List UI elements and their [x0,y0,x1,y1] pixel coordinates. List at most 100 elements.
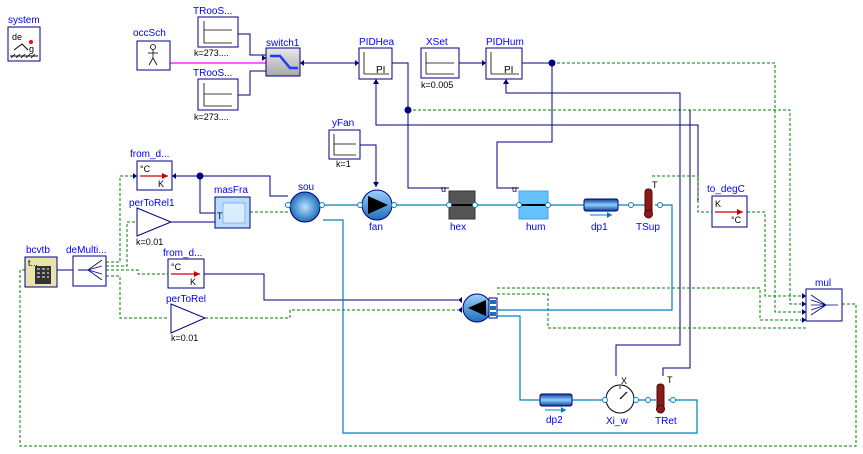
flow-tret-sou [323,219,698,434]
wire-todegc-mul [747,211,806,297]
pertorel-label: perToRel [166,294,206,305]
system-block[interactable]: system de g [7,15,41,62]
xiw-label: Xi_w [606,416,628,427]
wire-demux-pertorel1 [106,221,137,267]
wire-fan-mul [497,287,806,321]
wire-tsup-pidhea [375,80,699,201]
wire-fromdegc1-node [172,175,201,200]
fromdegc2-top: °C [171,262,182,272]
wire-pidhea-mul [408,109,806,305]
tsup-block[interactable]: T TSup [628,180,663,233]
hum-port: u [512,184,517,194]
dp2-block[interactable]: dp2 [539,393,573,426]
fan-block[interactable]: fan [357,182,397,233]
switch1-block[interactable]: switch1 [262,38,304,77]
trooset2-label: TRooS... [193,68,232,79]
hex-port: u [441,184,446,194]
tsup-port: T [652,180,658,190]
hum-block[interactable]: u hum [512,184,551,233]
wire-demux-fromdegc1 [106,175,137,263]
system-g-glyph: g [29,44,34,54]
pidhum-glyph: PI [504,65,513,76]
yfan-label: yFan [332,118,354,129]
fromdegc1-bottom: K [158,179,164,189]
wire-fromdegc1-sou [200,175,288,197]
fromdegc1-label: from_d... [130,149,169,160]
return-fan-icon [468,300,486,316]
occsch-block[interactable]: occSch [133,28,171,71]
hex-label: hex [450,222,466,233]
pertorel1-block[interactable]: perToRel1 k=0.01 [129,198,175,247]
xset-label: XSet [426,37,448,48]
system-glyph: de [12,32,22,42]
pidhea-block[interactable]: PIDHea PI [355,37,394,84]
xiw-block[interactable]: X Xi_w [602,376,639,427]
bcvtb-glyph: t... [28,258,38,268]
pidhea-glyph: PI [376,65,385,76]
todegc-bottom: °C [731,215,742,225]
wire-pidhum-hum [496,62,553,189]
trooset1-param: k=273.... [194,48,229,58]
flow-tsup-return [497,204,673,311]
todegc-block[interactable]: to_degC K °C [707,184,748,228]
wire-pidhum-mul [552,62,806,313]
masfra-block[interactable]: masFra T [214,185,251,229]
junction-node [196,172,204,180]
sou-block[interactable]: sou [285,182,325,223]
flow-retfan-dp2 [492,315,540,401]
pidhea-label: PIDHea [359,37,394,48]
trooset2-param: k=273.... [194,112,229,122]
junction-node [548,59,556,67]
dp1-block[interactable]: dp1 [583,198,619,233]
wire-fan-mul2 [497,293,806,329]
todegc-label: to_degC [707,184,745,195]
demultiplex-label: deMulti... [66,245,107,256]
yfan-param: k=1 [336,159,351,169]
bcvtb-block[interactable]: bcvtb t... [24,245,58,288]
sou-label: sou [298,182,314,193]
masfra-label: masFra [214,185,248,196]
hum-label: hum [526,222,545,233]
switch1-label: switch1 [266,38,300,49]
return-fan-block[interactable] [458,293,498,323]
wire-pertorel-retfan [205,309,458,319]
pertorel1-param: k=0.01 [136,237,163,247]
system-label: system [8,15,40,26]
wire-trooset2-switch [238,70,266,96]
xset-param: k=0.005 [421,80,453,90]
pidhum-label: PIDHum [486,37,524,48]
pertorel-block[interactable]: perToRel k=0.01 [166,294,207,343]
trooset1-label: TRooS... [193,6,232,17]
fromdegc2-bottom: K [190,277,196,287]
building-icon [35,266,51,284]
bcvtb-label: bcvtb [26,245,50,256]
tret-block[interactable]: T TRet [645,375,677,427]
yfan-block[interactable]: yFan k=1 [328,118,361,169]
occsch-label: occSch [133,28,166,39]
tsup-label: TSup [636,222,660,233]
wire-xiw-pidhum [505,80,681,376]
xiw-port: X [621,376,627,386]
tret-label: TRet [655,416,677,427]
wire-tsup-todegc [652,175,712,213]
fan-label: fan [369,222,383,233]
mul-label: mul [815,278,831,289]
switch-icon [270,54,298,70]
demultiplex-block[interactable]: deMulti... [66,245,107,287]
todegc-top: K [715,199,721,209]
fromdegc2-block[interactable]: from_d... °C K [163,248,205,289]
trooset2-block[interactable]: TRooS... k=273.... [193,68,239,122]
trooset1-block[interactable]: TRooS... k=273.... [193,6,239,58]
wire-fromdegc2-retfan [204,273,458,301]
xset-block[interactable]: XSet k=0.005 [420,37,460,90]
wire-mul-bcvtb [19,269,857,447]
tret-port: T [667,375,673,385]
hex-block[interactable]: u hex [441,184,478,233]
mul-block[interactable]: mul [802,278,843,323]
fromdegc1-top: °C [140,164,151,174]
fromdegc1-block[interactable]: from_d... °C K [130,149,176,191]
wire-tret-feedback [662,110,691,376]
wire-fromdegc1-masfra [199,200,215,214]
pidhum-block[interactable]: PIDHum PI [482,37,524,84]
